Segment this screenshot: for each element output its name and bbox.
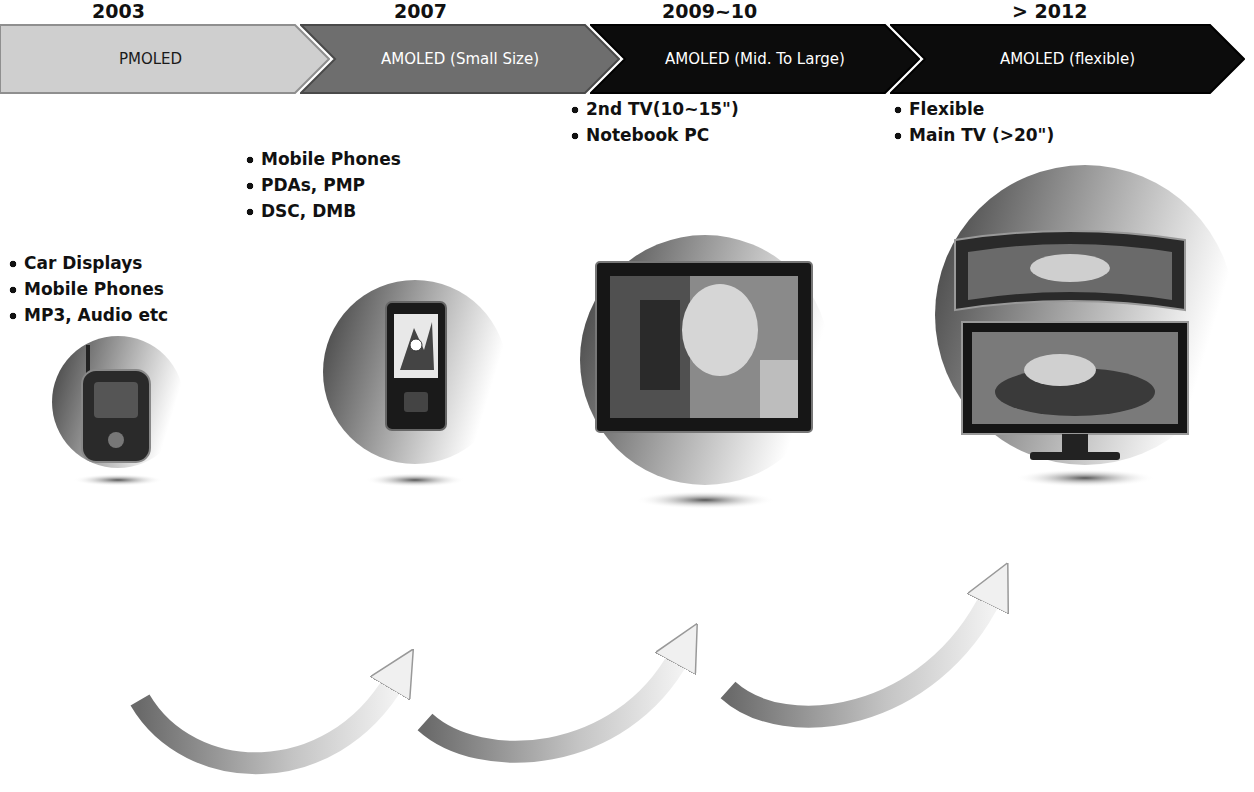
sphere bbox=[935, 165, 1235, 465]
bullet-item: Main TV (>20") bbox=[893, 124, 1054, 146]
bullet-item: DSC, DMB bbox=[245, 200, 356, 222]
timeline-chevron: AMOLED (flexible)> 2012 bbox=[890, 24, 1245, 94]
chevron-label: AMOLED (Small Size) bbox=[341, 24, 579, 94]
tv-set bbox=[596, 262, 812, 432]
shadow bbox=[1015, 469, 1155, 487]
timeline-chevron: AMOLED (Small Size)2007 bbox=[300, 24, 620, 94]
bullet-item: 2nd TV(10~15") bbox=[570, 98, 739, 120]
sphere bbox=[323, 280, 507, 464]
swoosh-arrow bbox=[425, 655, 680, 752]
swoosh-arrow bbox=[140, 680, 395, 763]
flip-phone bbox=[82, 345, 150, 462]
bullet-item: Mobile Phones bbox=[8, 278, 164, 300]
bullet-item: Car Displays bbox=[8, 252, 142, 274]
shadow bbox=[635, 491, 775, 509]
chevron-label: AMOLED (flexible) bbox=[931, 24, 1204, 94]
chevron-fill bbox=[301, 25, 619, 93]
year-heading: 2009~10 bbox=[662, 0, 757, 22]
chevron-fill bbox=[891, 25, 1244, 93]
swoosh-arrow bbox=[728, 595, 992, 717]
bullet-item: MP3, Audio etc bbox=[8, 304, 168, 326]
chevron-label: PMOLED bbox=[12, 24, 289, 94]
bullet-item: Notebook PC bbox=[570, 124, 709, 146]
chevron-fill bbox=[591, 25, 919, 93]
year-heading: 2007 bbox=[394, 0, 447, 22]
shadow bbox=[365, 473, 465, 487]
year-heading: > 2012 bbox=[1012, 0, 1087, 22]
timeline-chevron: AMOLED (Mid. To Large)2009~10 bbox=[590, 24, 920, 94]
chevron-label: AMOLED (Mid. To Large) bbox=[631, 24, 879, 94]
flexible-and-main-tv bbox=[955, 231, 1188, 460]
shadow bbox=[73, 474, 163, 486]
sphere bbox=[52, 336, 184, 468]
sphere bbox=[580, 235, 830, 485]
chevron-fill bbox=[0, 25, 329, 93]
bullet-item: Flexible bbox=[893, 98, 984, 120]
year-heading: 2003 bbox=[92, 0, 145, 22]
bar-phone bbox=[386, 302, 446, 430]
timeline-chevron: PMOLED2003 bbox=[0, 24, 330, 94]
bullet-item: PDAs, PMP bbox=[245, 174, 365, 196]
bullet-item: Mobile Phones bbox=[245, 148, 401, 170]
